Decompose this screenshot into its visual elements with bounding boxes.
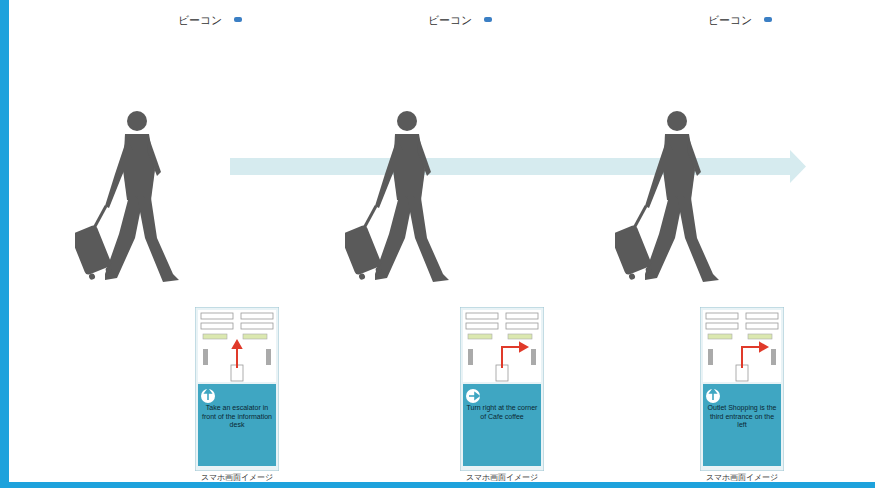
screen-instruction: Turn right at the corner of Cafe coffee [463,404,541,421]
instruction-text: Turn right at the corner of Cafe coffee [465,404,539,421]
beacon-label: ビーコン [428,13,472,28]
screen-instruction: Outlet Shopping is the third entrance on… [703,404,781,430]
instruction-text: Take an escalator in front of the inform… [200,404,274,430]
screen-instruction: Take an escalator in front of the inform… [198,404,276,430]
beacon-label: ビーコン [708,13,752,28]
instruction-text: Outlet Shopping is the third entrance on… [705,404,779,430]
screen-caption: スマホ画面イメージ [466,472,538,483]
screen-caption: スマホ画面イメージ [201,472,273,483]
screen-caption: スマホ画面イメージ [706,472,778,483]
beacon-label: ビーコン [178,13,222,28]
